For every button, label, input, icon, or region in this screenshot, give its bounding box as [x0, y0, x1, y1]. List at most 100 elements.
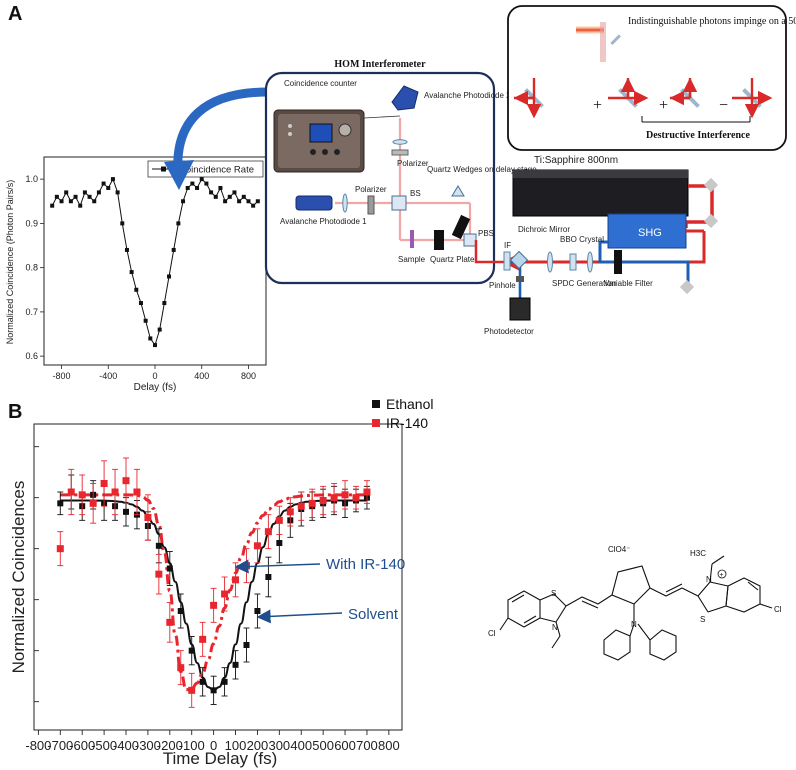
shg-icon: [607, 213, 687, 249]
panel-letter-a: A: [8, 3, 22, 25]
chart-a-point: [171, 247, 176, 252]
chart-b-frame: [33, 423, 403, 731]
chart-a-point: [124, 247, 129, 252]
chart-a-point: [82, 190, 87, 195]
chart-a-point: [227, 194, 232, 199]
chart-b-xtick-label: 0: [210, 738, 217, 753]
dichroic-label: Dichroic Mirror: [518, 225, 570, 234]
chart-b-point-ethanol: [199, 678, 206, 685]
chart-a-point: [232, 190, 237, 195]
chart-a-ylabel: Normalized Coincidence (Photon Pairs/s): [5, 180, 15, 345]
laser-label: Ti:Sapphire 800nm: [534, 155, 618, 166]
chart-b-point-ethanol: [232, 661, 239, 668]
chart-b-fit-ir140: [60, 493, 367, 692]
sample-icon: [410, 230, 414, 248]
chart-a-point: [153, 343, 157, 348]
inset-plus-2: +: [659, 97, 668, 114]
chart-b-point-ir140: [286, 508, 294, 516]
pinhole-icon: [516, 276, 524, 282]
legend-ethanol-marker: [372, 400, 380, 408]
photodetector-label: Photodetector: [484, 327, 534, 336]
bbo-crystal-icon: [569, 253, 577, 271]
positive-charge-sign: +: [720, 572, 724, 579]
chart-a-point: [143, 318, 148, 323]
chart-a-point: [92, 199, 97, 204]
chart-a-point: [68, 199, 73, 204]
dichroic-icon: [509, 250, 529, 270]
chart-b-xtick-label: 400: [290, 738, 312, 753]
if-label: IF: [504, 241, 511, 250]
chart-b-point-ir140: [78, 491, 86, 499]
lens-top-icon: [392, 139, 408, 145]
spdc-label: SPDC Generation: [552, 279, 616, 288]
annotation-solvent: Solvent: [348, 606, 399, 623]
chart-b-xtick-label: 300: [268, 738, 290, 753]
quartz-wedge-icon: [451, 185, 465, 197]
chart-a-point: [50, 203, 55, 208]
apd1-icon: [295, 195, 333, 211]
chart-a-ytick-label: 0.9: [25, 218, 38, 228]
chart-b-xtick-label: 500: [312, 738, 334, 753]
legend-ir140-marker: [372, 419, 380, 427]
chart-a-xtick-label: 0: [152, 371, 157, 381]
chart-a-point: [101, 181, 106, 186]
chart-b-point-ir140: [341, 491, 349, 499]
chart-b-point-ir140: [297, 502, 305, 510]
chart-b-point-ir140: [122, 477, 130, 485]
hom-interferometer: HOM Interferometer Coincidence counter A…: [264, 59, 537, 285]
lens-mid-icon: [342, 193, 348, 213]
chart-b-xtick-label: -400: [113, 738, 139, 753]
chart-a-point: [64, 190, 69, 195]
apd1-label: Avalanche Photodiode 1: [280, 217, 367, 226]
chart-a-point: [115, 190, 120, 195]
chart-a-point: [129, 270, 134, 275]
chart-b-point-ir140: [319, 497, 327, 504]
ch3-label: H3C: [690, 549, 706, 558]
chart-b-point-ir140: [166, 618, 174, 626]
chart-b-point-ir140: [253, 542, 261, 550]
chart-a-point: [162, 301, 167, 306]
chart-a-ytick-label: 1.0: [25, 174, 38, 184]
annotation-with-ir140: With IR-140: [326, 556, 405, 573]
chart-a-point: [157, 327, 162, 332]
sample-label: Sample: [398, 255, 426, 264]
quartz-plate-label: Quartz Plate: [430, 255, 475, 264]
chart-a-legend-label: Coincidence Rate: [179, 165, 254, 176]
ir140-molecule-structure: [499, 555, 773, 661]
chart-a-point: [176, 221, 181, 226]
chart-b-point-ir140: [352, 494, 360, 502]
chart-b-xtick-label: 100: [225, 738, 247, 753]
chart-a-point: [195, 185, 200, 190]
chart-b-point-ethanol: [57, 500, 64, 507]
chart-b-point-ethanol: [210, 687, 217, 694]
chart-a-point: [199, 177, 204, 182]
chart-b-point-ir140: [264, 528, 272, 536]
chart-a-point: [87, 194, 92, 199]
chart-a-point: [54, 194, 59, 199]
legend-ethanol-label: Ethanol: [386, 396, 433, 412]
pinhole-label: Pinhole: [489, 281, 516, 290]
chart-b-point-ethanol: [123, 508, 129, 515]
chart-b-point-ir140: [188, 686, 196, 694]
chart-a-point: [218, 185, 223, 190]
chart-b-point-ir140: [155, 570, 163, 578]
panel-letter-b: B: [8, 401, 22, 423]
chart-a-point: [120, 221, 125, 226]
coincidence-counter-icon: [273, 109, 365, 173]
inset-minus: −: [719, 97, 728, 114]
optical-setup: Ti:Sapphire 800nm SHG IF Dichroic Mirror…: [484, 155, 719, 336]
chart-b-point-ethanol: [155, 542, 162, 549]
chart-b-xtick-label: 600: [334, 738, 356, 753]
chart-b-xlabel: Time Delay (fs): [163, 749, 278, 768]
chart-b-point-ethanol: [188, 647, 195, 654]
counter-label: Coincidence counter: [284, 79, 357, 88]
chart-a-point: [185, 185, 190, 190]
n-right-label: N: [706, 575, 712, 584]
chart-a-frame: [43, 156, 267, 366]
annotation-arrow-solvent-icon: [256, 609, 343, 624]
chart-a-point: [78, 203, 83, 208]
chart-a-xtick-label: 800: [241, 371, 256, 381]
beam-splitter-icon: [391, 195, 407, 211]
chart-a-point: [73, 194, 78, 199]
chart-b-point-ir140: [363, 488, 371, 496]
